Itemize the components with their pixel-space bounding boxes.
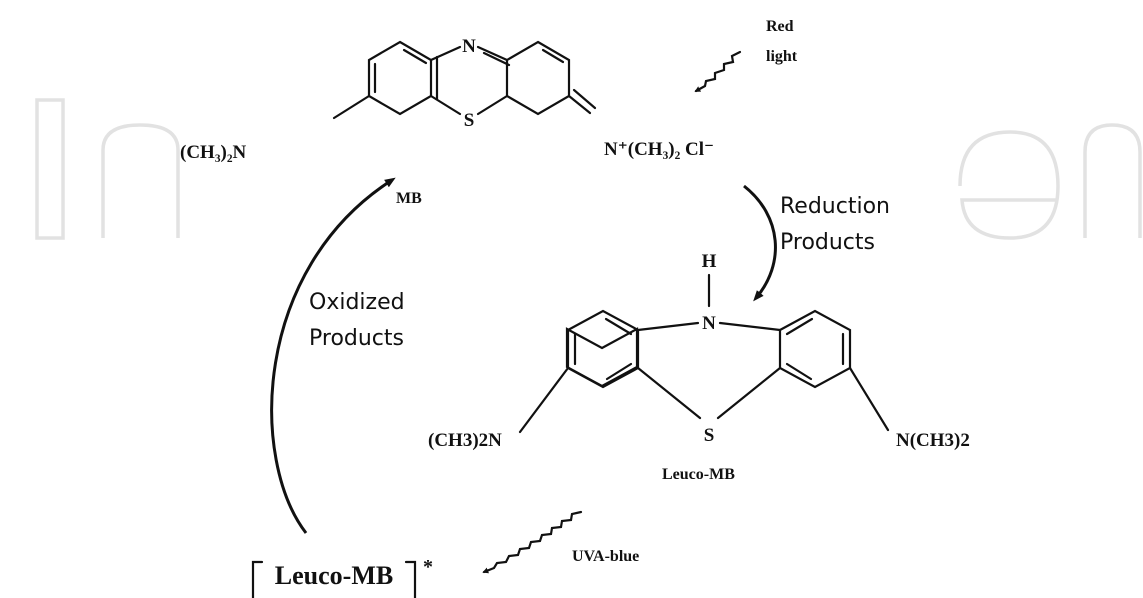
uva-label: UVA-blue xyxy=(572,548,639,565)
oxidized-label-line2: Products xyxy=(309,326,404,351)
watermark-logo xyxy=(35,98,1142,240)
mb-s-atom: S xyxy=(464,110,475,131)
excited-label: Leuco-MB xyxy=(275,561,393,590)
mb-molecule: N S xyxy=(332,36,597,131)
leuco-caption: Leuco-MB xyxy=(662,466,735,483)
reduction-label-line2: Products xyxy=(780,230,875,255)
leuco-left-group: (CH3)2N xyxy=(428,430,502,451)
leuco-n-atom: N xyxy=(702,313,716,334)
mb-left-group: (CH₃)₂N xyxy=(180,142,247,163)
oxidized-label-line1: Oxidized xyxy=(309,290,405,315)
oxidized-arrow xyxy=(270,177,396,534)
mb-right-group: N⁺(CH₃)₂ Cl⁻ xyxy=(604,139,714,160)
excited-leuco-mb: Leuco-MB * xyxy=(251,556,433,598)
leuco-mb-molecule: H N S xyxy=(518,251,890,446)
mb-caption: MB xyxy=(396,190,422,207)
leuco-h-atom: H xyxy=(702,251,717,272)
uva-wave xyxy=(482,510,583,574)
red-light-label-line1: Red xyxy=(766,18,794,35)
leuco-s-atom: S xyxy=(704,425,715,446)
leuco-right-group: N(CH3)2 xyxy=(896,430,970,451)
red-light-label-line2: light xyxy=(766,48,798,65)
reduction-arrow xyxy=(743,184,777,302)
mb-n-atom: N xyxy=(462,36,476,57)
red-light-wave xyxy=(694,50,742,93)
excited-star: * xyxy=(423,556,433,578)
reduction-label-line1: Reduction xyxy=(780,194,890,219)
